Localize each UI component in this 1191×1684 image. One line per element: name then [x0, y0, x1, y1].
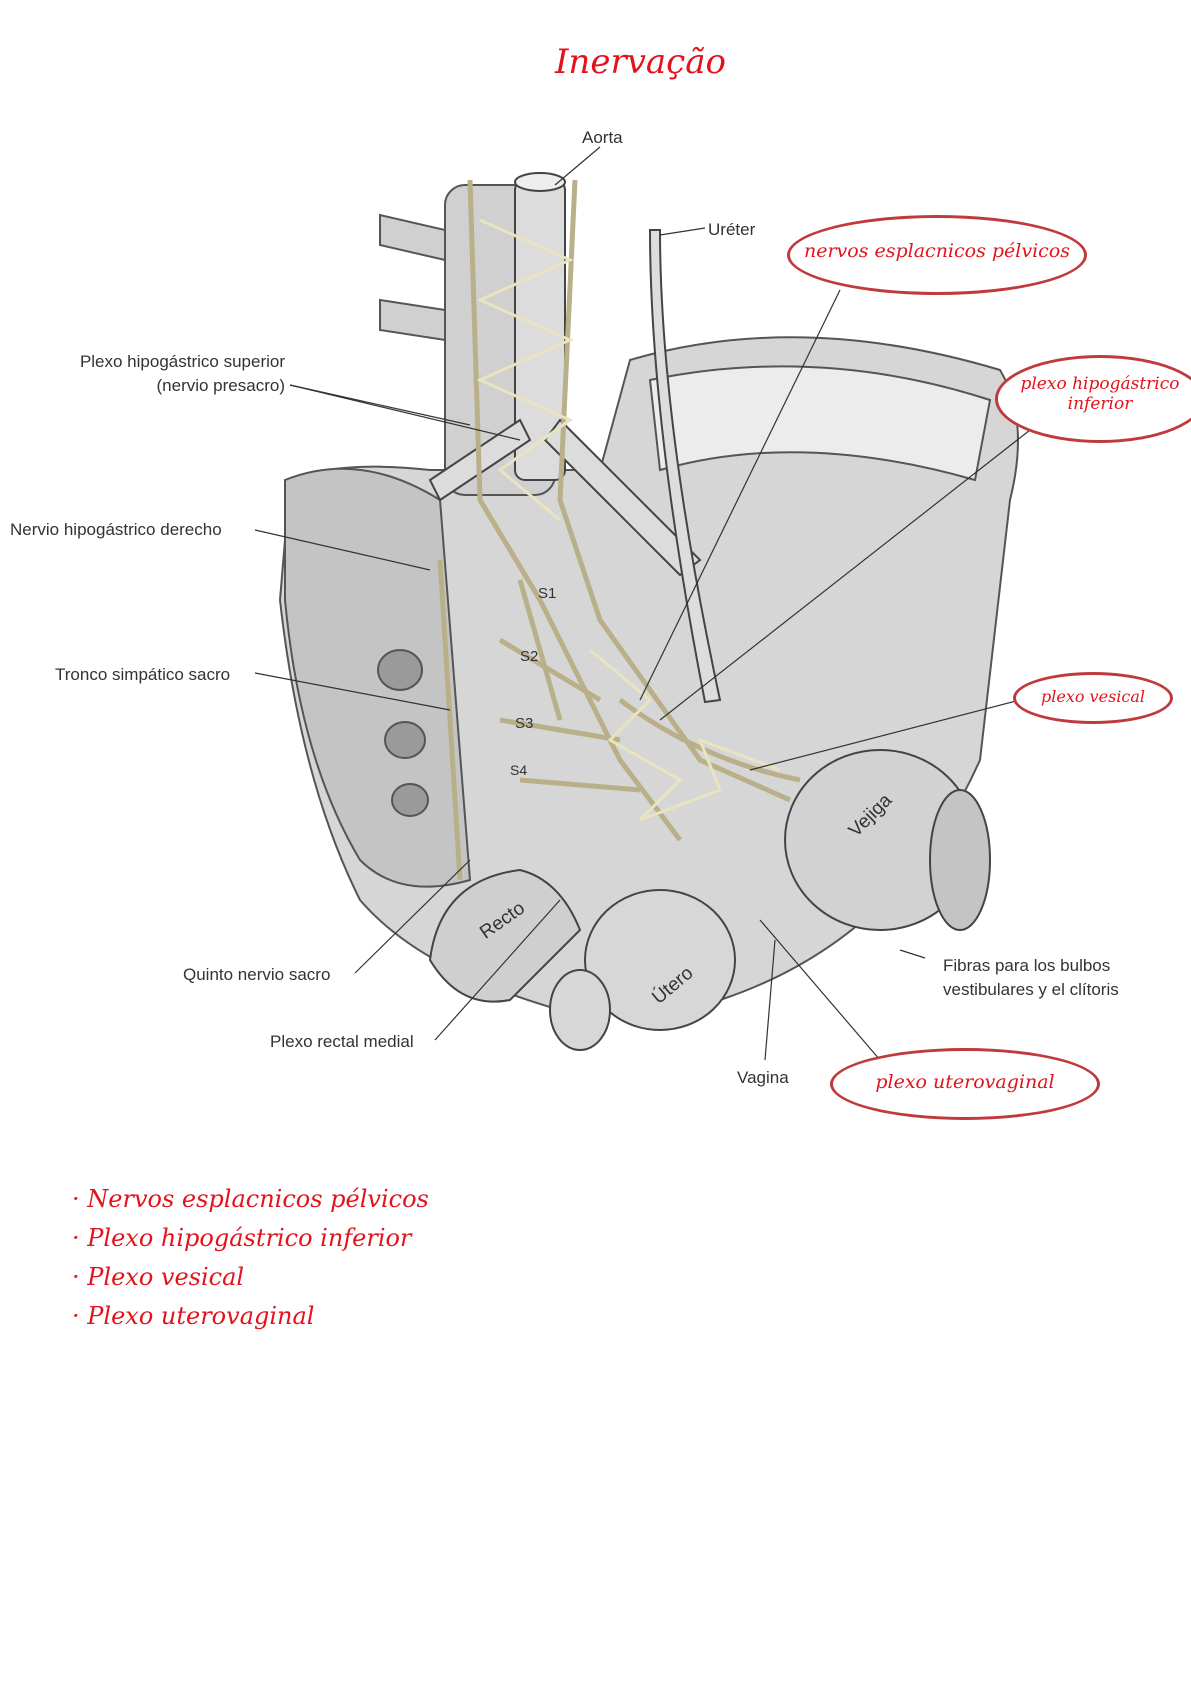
label-s1: S1 [538, 585, 557, 602]
rectum [428, 868, 582, 1003]
list-item-text: Nervos esplacnicos pélvicos [87, 1185, 429, 1213]
nerve-plexus [437, 179, 801, 881]
label-ureter: Uréter [708, 220, 756, 239]
summary-list: · Nervos esplacnicos pélvicos · Plexo hi… [72, 1180, 429, 1336]
label-s2: S2 [520, 648, 539, 665]
label-line-2: vestibulares y el clítoris [943, 980, 1119, 999]
label-line-1: Plexo hipogástrico superior [79, 352, 285, 371]
sacrum [284, 467, 472, 888]
list-item-text: Plexo vesical [87, 1263, 245, 1291]
label-line-2: (nervio presacro) [156, 376, 286, 395]
list-item-text: Plexo hipogástrico inferior [87, 1224, 412, 1252]
annotation-vesical: plexo vesical [1013, 672, 1173, 724]
label-line-1: Fibras para los bulbos [943, 956, 1111, 975]
annotation-hipogastrico: plexo hipogástrico inferior [995, 355, 1191, 443]
annotation-uterovaginal: plexo uterovaginal [830, 1048, 1100, 1120]
nerve-mesh [476, 218, 781, 822]
uterus [549, 889, 736, 1051]
list-item: · Plexo vesical [72, 1263, 245, 1291]
label-tronco-simpatico: Tronco simpático sacro [55, 665, 231, 684]
label-vagina: Vagina [737, 1068, 789, 1087]
pelvic-innervation-illustration [254, 146, 1031, 1061]
label-quinto-nervio: Quinto nervio sacro [183, 965, 331, 984]
label-s3: S3 [515, 715, 534, 732]
ureter [648, 229, 722, 704]
label-nervio-derecho: Nervio hipogástrico derecho [10, 520, 222, 539]
label-plexo-hipogastrico-superior: Plexo hipogástrico superior (nervio pres… [40, 352, 285, 396]
label-plexo-rectal: Plexo rectal medial [270, 1032, 414, 1051]
list-item: · Nervos esplacnicos pélvicos [72, 1185, 429, 1213]
annotation-esplacnicos: nervos esplacnicos pélvicos [787, 215, 1087, 295]
list-item: · Plexo hipogástrico inferior [72, 1224, 412, 1252]
leader-lines [254, 146, 1031, 1061]
page-title: Inervação [555, 42, 726, 82]
label-s4: S4 [510, 762, 528, 778]
list-item-text: Plexo uterovaginal [87, 1302, 315, 1330]
list-item: · Plexo uterovaginal [72, 1302, 315, 1330]
bladder [784, 749, 991, 931]
label-fibras: Fibras para los bulbos vestibulares y el… [943, 956, 1119, 1000]
label-aorta: Aorta [582, 128, 623, 147]
